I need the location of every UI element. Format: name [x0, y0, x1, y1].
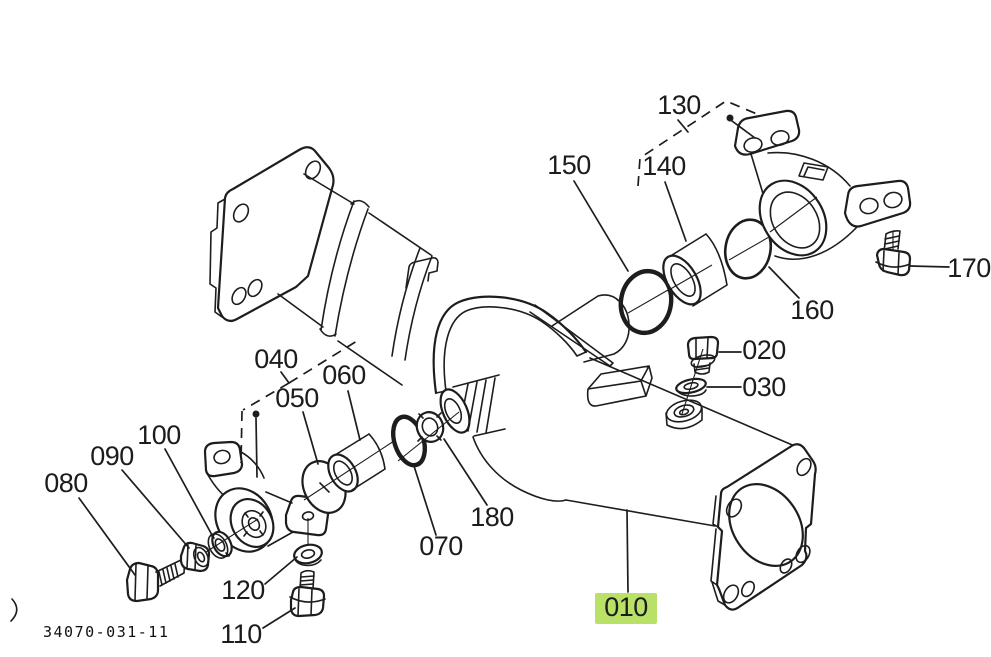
callout-090[interactable]: 090	[90, 441, 134, 471]
bolt-drawing-080	[125, 559, 185, 603]
callout-010[interactable]: 010	[595, 592, 657, 624]
centerlines	[10, 196, 894, 622]
bushing-drawing-140	[662, 233, 728, 307]
callout-label-010: 010	[604, 592, 648, 622]
callout-070[interactable]: 070	[419, 531, 463, 561]
bolt-drawing-170	[875, 230, 912, 277]
reference-dot-040	[252, 410, 260, 418]
callout-150[interactable]: 150	[547, 150, 591, 180]
callout-120[interactable]: 120	[221, 575, 265, 605]
leader-lines	[78, 100, 950, 629]
washer-drawing-120	[293, 543, 323, 567]
callout-140[interactable]: 140	[642, 151, 686, 181]
o-ring-drawing-150	[618, 268, 674, 336]
highlight-box	[595, 593, 657, 624]
callout-030[interactable]: 030	[742, 372, 786, 402]
collar-seal-drawing	[415, 411, 445, 443]
callout-020[interactable]: 020	[742, 335, 786, 365]
o-ring-drawing-160	[723, 218, 773, 280]
callouts: 010 020 030 040 050 060 070 080 090 100 …	[44, 90, 991, 649]
callout-100[interactable]: 100	[137, 420, 181, 450]
callout-040[interactable]: 040	[254, 344, 298, 374]
callout-160[interactable]: 160	[790, 295, 834, 325]
bushing-drawing	[327, 433, 386, 493]
callout-180[interactable]: 180	[470, 502, 514, 532]
nut-drawing-090	[179, 541, 211, 573]
callout-080[interactable]: 080	[44, 468, 88, 498]
plug-drawing-020	[686, 335, 720, 375]
callout-170[interactable]: 170	[947, 253, 991, 283]
callout-050[interactable]: 050	[275, 383, 319, 413]
axle-housing-drawing	[209, 146, 817, 611]
callout-130[interactable]: 130	[657, 90, 701, 120]
axle-support-drawing	[733, 109, 912, 260]
drawing-code: 34070-031-11	[43, 623, 169, 641]
callout-060[interactable]: 060	[322, 360, 366, 390]
callout-110[interactable]: 110	[220, 619, 262, 649]
bolt-drawing-110	[289, 569, 326, 618]
reference-dot-130	[726, 114, 734, 122]
